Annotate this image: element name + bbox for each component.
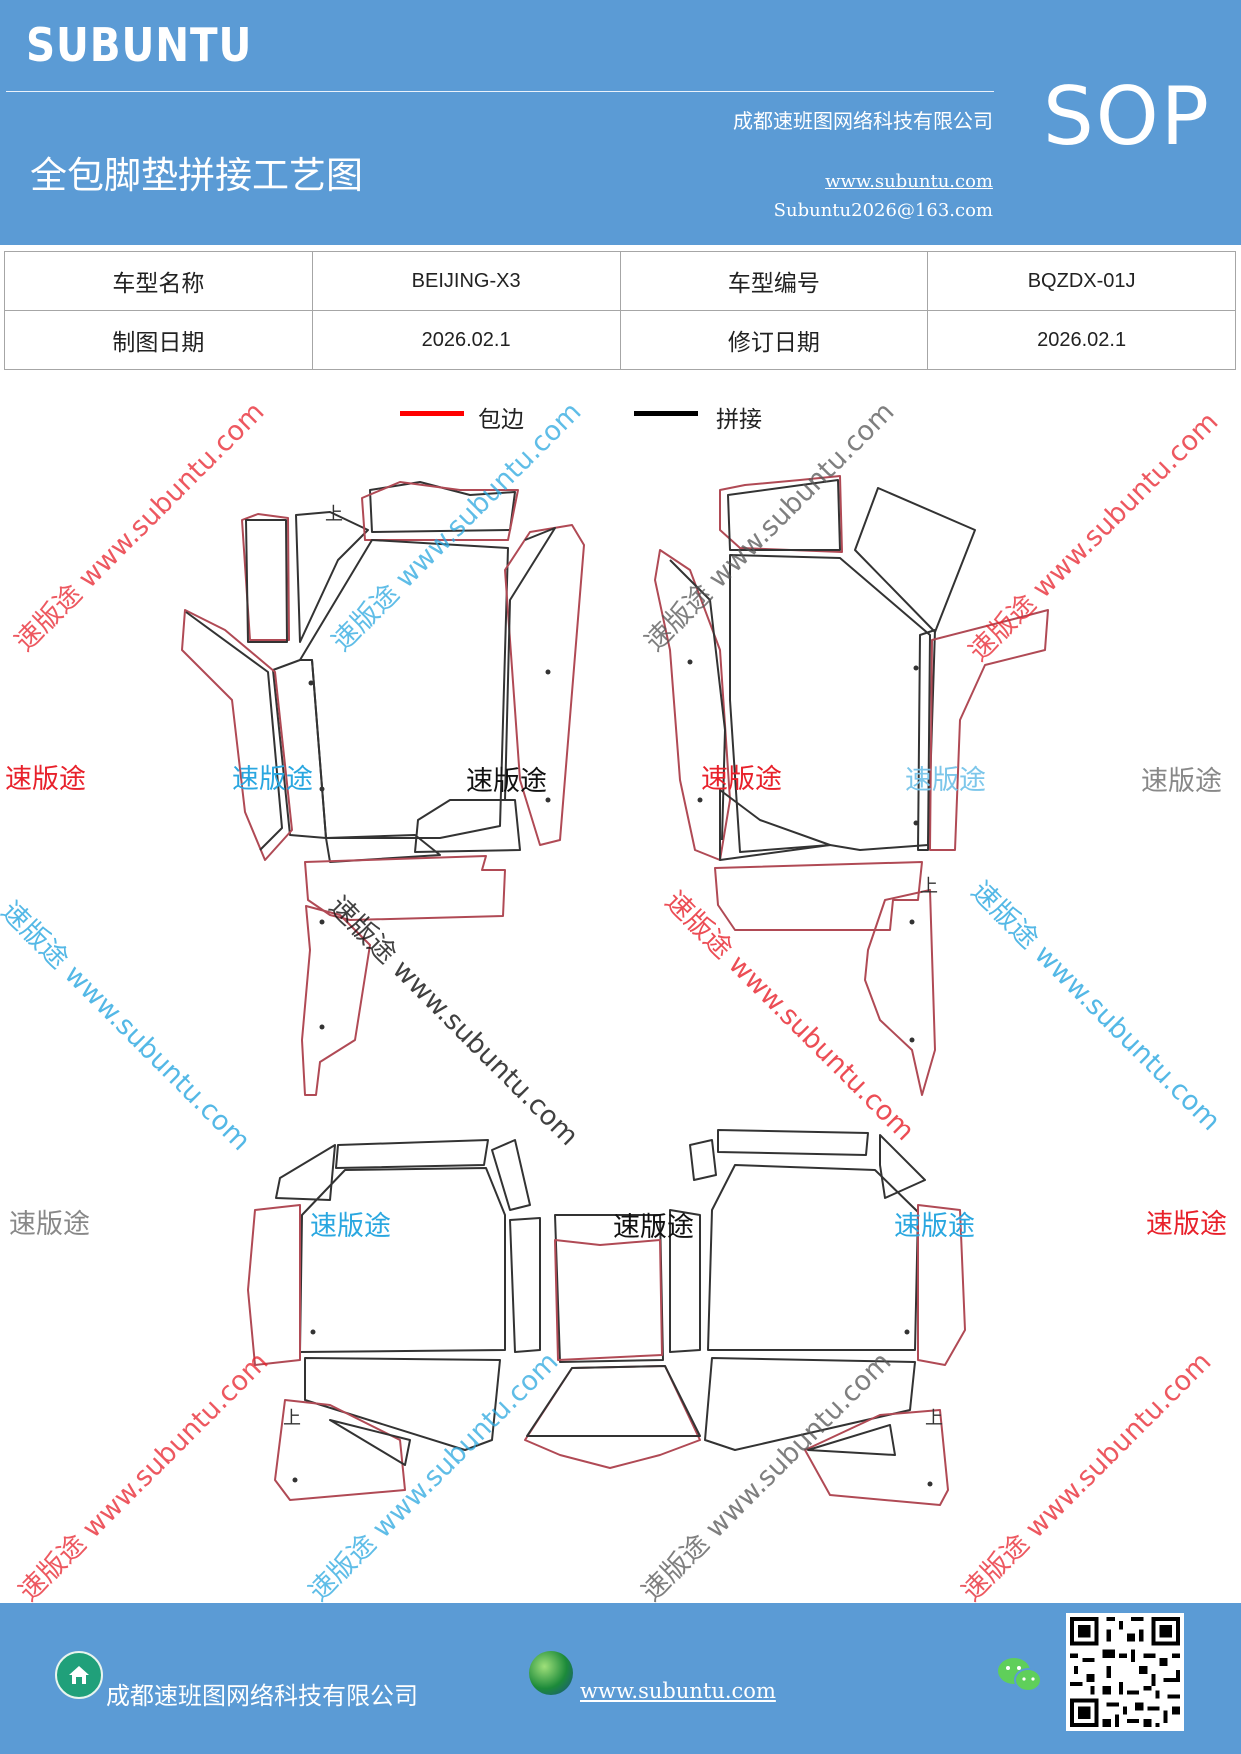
mat-piece <box>369 481 516 533</box>
mat-piece <box>299 1167 506 1353</box>
mat-edge-outline <box>361 481 519 541</box>
mat-edge-outline <box>714 861 923 931</box>
mat-piece <box>272 659 327 839</box>
table-row: 车型名称 BEIJING-X3 车型编号 BQZDX-01J <box>4 251 1236 311</box>
sop-label: SOP <box>1043 70 1211 163</box>
mat-group-front-right <box>654 475 1049 1096</box>
watermark-text: 速版途 <box>1146 1209 1227 1240</box>
revise-date-value: 2026.02.1 <box>927 310 1236 370</box>
wechat-icon[interactable] <box>996 1655 1044 1695</box>
watermark-text: 速版途 <box>466 766 547 797</box>
mat-edge-outline <box>247 1204 301 1366</box>
home-icon <box>55 1651 103 1699</box>
legend-splice-label: 拼接 <box>716 407 762 433</box>
mat-group-rear-left <box>247 1139 541 1501</box>
draw-date-value: 2026.02.1 <box>311 310 621 370</box>
mat-piece <box>335 1139 489 1169</box>
mat-group-center-tunnel <box>524 1214 701 1469</box>
mat-edge-outline <box>917 1204 966 1366</box>
model-code-value: BQZDX-01J <box>927 251 1236 311</box>
mat-piece <box>707 1164 919 1351</box>
company-name: 成都速班图网络科技有限公司 <box>733 109 993 133</box>
mat-piece <box>704 1357 916 1451</box>
watermark-text: 速版途 <box>5 764 86 795</box>
mat-edge-outline <box>304 855 506 921</box>
table-row: 制图日期 2026.02.1 修订日期 2026.02.1 <box>4 310 1236 370</box>
floor-mat-diagram: 上 上 上 上 <box>181 475 1049 1506</box>
up-mark: 上 <box>283 1408 301 1429</box>
email-address: Subuntu2026@163.com <box>773 200 993 221</box>
mat-edge-outline <box>864 889 936 1096</box>
watermark-text: 速版途 <box>9 1209 90 1240</box>
watermark-text: 速版途 <box>905 765 986 796</box>
mat-piece <box>325 834 441 863</box>
mat-edge-outline <box>554 1239 663 1361</box>
watermark-text: 速版途 <box>310 1211 391 1242</box>
draw-date-label: 制图日期 <box>4 310 313 370</box>
qr-code <box>1066 1613 1184 1731</box>
mat-piece <box>879 1134 926 1199</box>
mat-piece <box>295 511 369 643</box>
mat-group-front-left <box>181 481 585 1096</box>
info-table: 车型名称 BEIJING-X3 车型编号 BQZDX-01J 制图日期 2026… <box>4 251 1236 370</box>
legend-red-swatch <box>400 411 464 416</box>
model-name-label: 车型名称 <box>4 251 313 311</box>
globe-icon <box>529 1651 573 1695</box>
mat-edge-outline <box>804 1409 949 1506</box>
mat-piece <box>854 487 976 633</box>
mat-piece <box>729 554 931 853</box>
up-mark: 上 <box>925 1408 943 1429</box>
revise-date-label: 修订日期 <box>619 310 929 370</box>
drill-marks <box>292 659 933 1487</box>
mat-piece <box>245 519 288 643</box>
mat-edge-outline <box>181 609 293 861</box>
mat-piece <box>185 611 283 851</box>
watermark-text: 速版途 <box>701 764 782 795</box>
mat-piece <box>727 479 841 551</box>
mat-piece <box>509 1217 541 1353</box>
footer-banner: 成都速班图网络科技有限公司 www.subuntu.com <box>0 1603 1241 1754</box>
mat-piece <box>304 1357 501 1451</box>
watermark-text: 速版途 <box>1141 766 1222 797</box>
footer-company: 成都速班图网络科技有限公司 <box>106 1682 418 1710</box>
document-title: 全包脚垫拼接工艺图 <box>30 154 363 197</box>
watermark-text: 速版途 <box>894 1211 975 1242</box>
mat-piece <box>414 799 521 853</box>
mat-piece <box>329 1419 411 1466</box>
mat-piece <box>526 1365 701 1437</box>
legend-black-swatch <box>634 411 698 416</box>
mat-piece <box>917 629 936 851</box>
mat-piece <box>717 1129 869 1156</box>
mat-piece <box>807 1424 896 1456</box>
up-mark: 上 <box>325 504 343 525</box>
watermark-text: 速版途 <box>232 764 313 795</box>
brand-logo: SUBUNTU <box>26 18 253 72</box>
mat-edge-outline <box>504 524 585 846</box>
mat-piece <box>275 1144 336 1201</box>
mat-piece <box>719 789 831 861</box>
mat-edge-outline <box>274 1399 406 1501</box>
mat-piece <box>669 559 726 841</box>
model-name-value: BEIJING-X3 <box>311 251 621 311</box>
mat-piece <box>554 1214 664 1363</box>
mat-edge-outline <box>719 475 843 553</box>
watermark-text: 速版途 <box>613 1212 694 1243</box>
mat-edge-outline <box>241 513 290 641</box>
mat-piece <box>689 1139 717 1181</box>
mat-edge-outline <box>301 905 371 1096</box>
legend-edge-label: 包边 <box>478 407 524 433</box>
mat-piece <box>504 527 556 801</box>
mat-edge-outline <box>929 609 1049 851</box>
mat-piece <box>669 1209 701 1353</box>
up-mark: 上 <box>920 876 938 897</box>
mat-group-rear-right <box>669 1129 966 1506</box>
header-divider <box>6 91 994 92</box>
mat-piece <box>491 1139 531 1211</box>
mat-edge-outline <box>654 549 731 861</box>
footer-website-link[interactable]: www.subuntu.com <box>580 1679 776 1703</box>
header-banner: SUBUNTU SOP 全包脚垫拼接工艺图 成都速班图网络科技有限公司 www.… <box>0 0 1241 245</box>
model-code-label: 车型编号 <box>619 251 929 311</box>
website-link[interactable]: www.subuntu.com <box>825 171 993 192</box>
